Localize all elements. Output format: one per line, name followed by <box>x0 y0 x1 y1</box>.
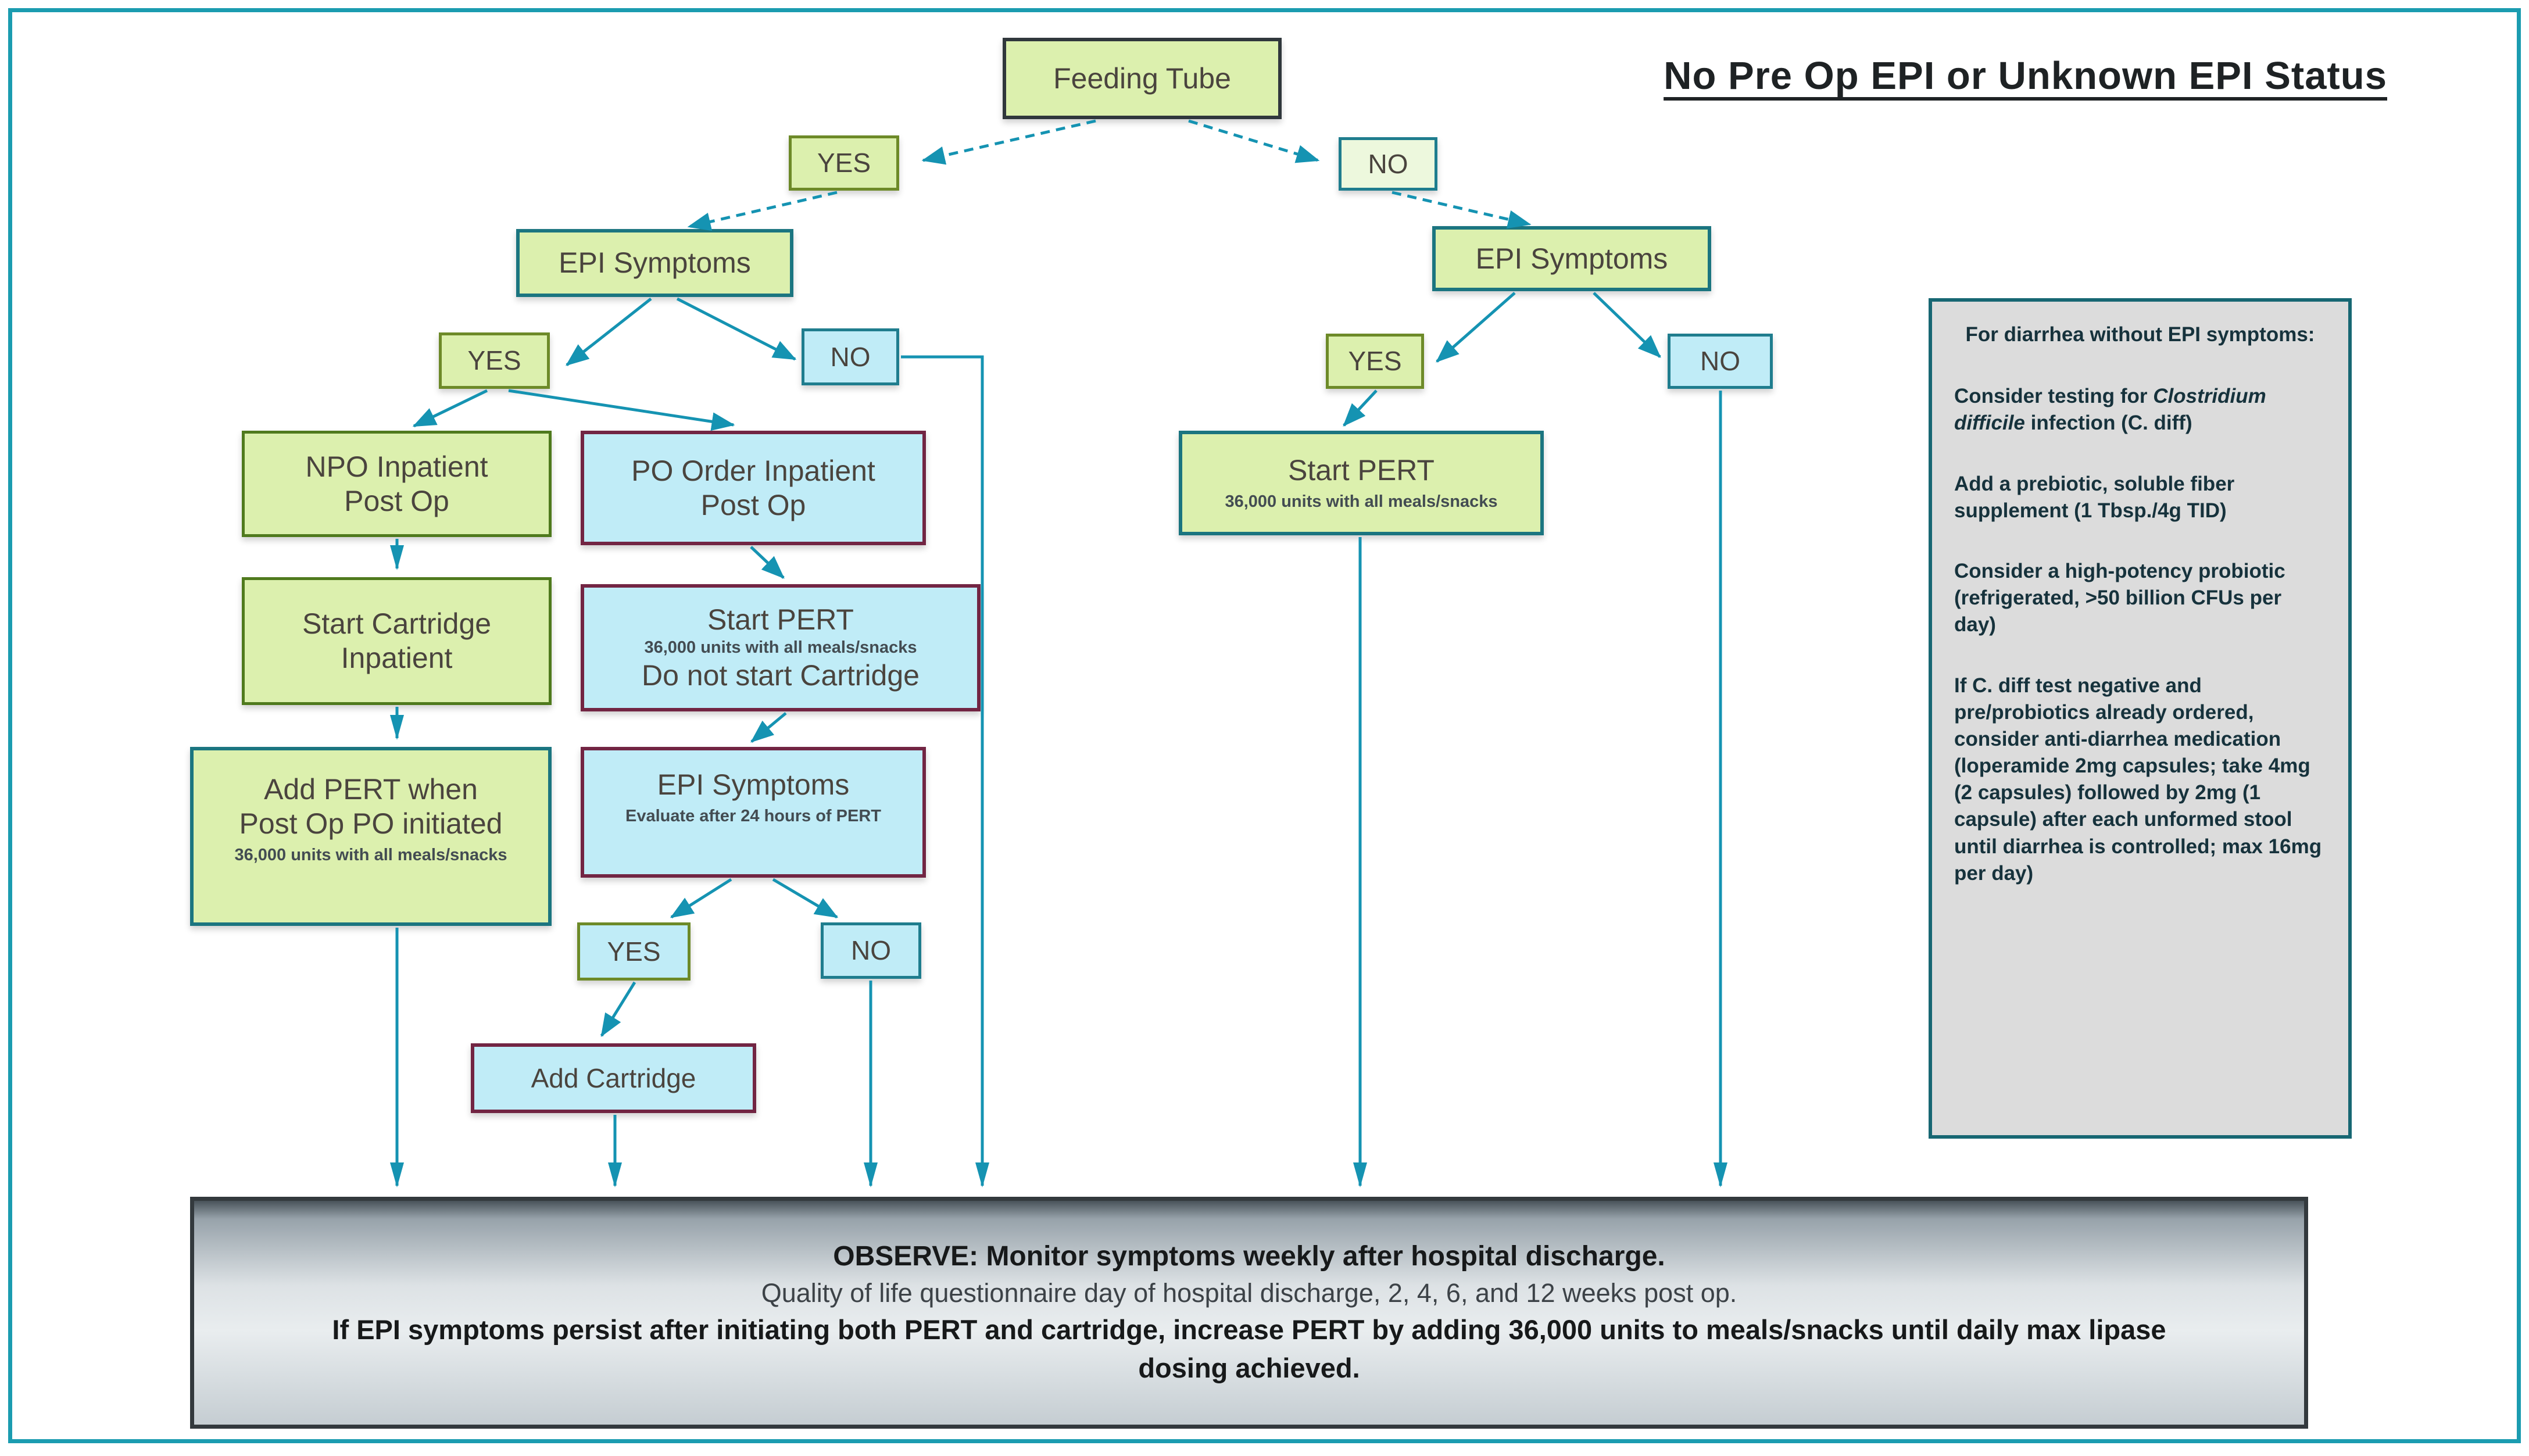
node-yes-top-left-label: YES <box>817 148 871 178</box>
node-start-cartridge-line2: Inpatient <box>341 642 453 674</box>
node-add-pert-line2: Post Op PO initiated <box>239 807 503 840</box>
sidebar-paragraph-probiotic: Consider a high-potency probiotic (refri… <box>1954 559 2285 636</box>
node-epi-symptoms-left: EPI Symptoms <box>516 229 793 297</box>
node-yes-top-left: YES <box>789 135 899 191</box>
observe-line1: OBSERVE: Monitor symptoms weekly after h… <box>833 1240 1665 1272</box>
node-start-pert-right-line1: Start PERT <box>1288 454 1435 487</box>
node-add-pert-line1: Add PERT when <box>264 773 478 806</box>
node-start-pert-right-sub: 36,000 units with all meals/snacks <box>1225 492 1498 511</box>
page-title: No Pre Op EPI or Unknown EPI Status <box>1664 54 2387 98</box>
node-epi-eval-sub: Evaluate after 24 hours of PERT <box>625 807 881 825</box>
node-npo-line2: Post Op <box>344 484 449 517</box>
node-no-top-right: NO <box>1339 137 1437 191</box>
sidebar-paragraph-antidiarrhea: If C. diff test negative and pre/probiot… <box>1954 674 2322 885</box>
node-start-cartridge: Start Cartridge Inpatient <box>242 577 552 705</box>
node-epi-symptoms-right: EPI Symptoms <box>1432 226 1711 291</box>
node-yes-mid-label: YES <box>607 936 661 967</box>
node-feeding-tube: Feeding Tube <box>1003 38 1282 119</box>
node-npo-line1: NPO Inpatient <box>305 450 488 483</box>
node-po-order-line1: PO Order Inpatient <box>631 454 875 487</box>
node-no-mid-label: NO <box>851 935 891 966</box>
node-epi-symptoms-right-label: EPI Symptoms <box>1475 242 1668 275</box>
node-yes-left: YES <box>439 332 550 389</box>
node-add-pert-sub: 36,000 units with all meals/snacks <box>234 846 507 864</box>
node-no-right: NO <box>1668 334 1773 389</box>
observe-line2: Quality of life questionnaire day of hos… <box>761 1278 1737 1308</box>
node-no-left: NO <box>802 328 899 385</box>
node-epi-symptoms-left-label: EPI Symptoms <box>559 246 751 279</box>
node-no-left-label: NO <box>830 341 871 372</box>
node-po-order-inpatient: PO Order Inpatient Post Op <box>581 431 926 545</box>
node-epi-eval-line1: EPI Symptoms <box>657 768 850 801</box>
sidebar-p1-italic: Clostridium difficile <box>1954 385 2266 435</box>
node-yes-mid: YES <box>577 922 691 981</box>
node-start-pert-mid-sub: 36,000 units with all meals/snacks <box>644 638 917 657</box>
node-start-pert-mid: Start PERT 36,000 units with all meals/s… <box>581 584 981 711</box>
node-feeding-tube-label: Feeding Tube <box>1053 62 1231 95</box>
observe-banner: OBSERVE: Monitor symptoms weekly after h… <box>190 1197 2308 1429</box>
node-po-order-line2: Post Op <box>700 488 806 521</box>
node-yes-right: YES <box>1326 334 1424 389</box>
node-start-cartridge-line1: Start Cartridge <box>302 607 492 640</box>
node-epi-symptoms-eval: EPI Symptoms Evaluate after 24 hours of … <box>581 747 926 878</box>
node-no-right-label: NO <box>1700 346 1740 377</box>
sidebar-title: For diarrhea without EPI symptoms: <box>1965 323 2315 346</box>
node-no-mid: NO <box>821 922 921 979</box>
node-start-pert-mid-line2: Do not start Cartridge <box>642 659 920 692</box>
sidebar-note: For diarrhea without EPI symptoms: Consi… <box>1929 298 2352 1139</box>
node-npo-inpatient: NPO Inpatient Post Op <box>242 431 552 537</box>
node-add-cartridge-label: Add Cartridge <box>531 1063 696 1093</box>
node-yes-left-label: YES <box>467 345 521 376</box>
page-border-frame <box>8 8 2521 1443</box>
observe-line3: If EPI symptoms persist after initiating… <box>332 1314 2166 1384</box>
node-add-cartridge: Add Cartridge <box>471 1043 756 1113</box>
node-yes-right-label: YES <box>1348 346 1402 377</box>
node-start-pert-mid-line1: Start PERT <box>707 603 854 636</box>
node-no-top-right-label: NO <box>1368 148 1408 179</box>
node-start-pert-right: Start PERT 36,000 units with all meals/s… <box>1179 431 1544 535</box>
sidebar-paragraph-prebiotic: Add a prebiotic, soluble fiber supplemen… <box>1954 472 2235 522</box>
sidebar-p1-prefix: Consider testing for <box>1954 385 2154 408</box>
sidebar-paragraph-cdiff: Consider testing for Clostridium diffici… <box>1954 383 2326 437</box>
node-add-pert: Add PERT when Post Op PO initiated 36,00… <box>190 747 552 926</box>
sidebar-p1-suffix: infection (C. diff) <box>2024 412 2192 435</box>
